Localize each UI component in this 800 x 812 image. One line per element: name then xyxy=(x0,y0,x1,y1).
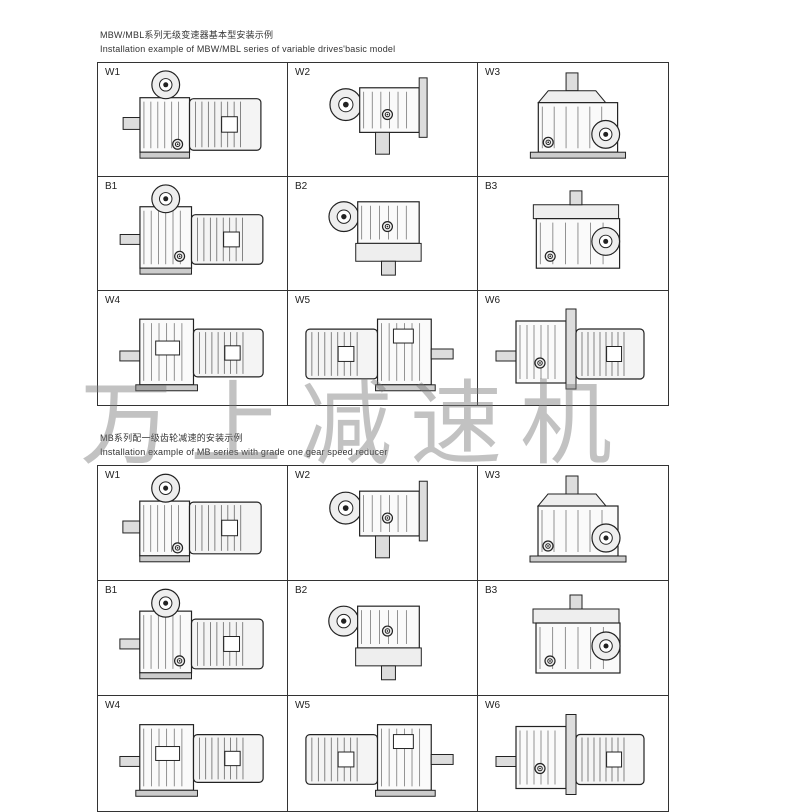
diagram-cell-w4: W4 xyxy=(98,696,288,811)
drive-unit-drawing xyxy=(329,77,428,155)
mounting-position-label: W5 xyxy=(295,700,310,711)
diagram-cell-b2: B2 xyxy=(288,581,478,696)
section2-title-cn: MB系列配一级齿轮减速的安装示例 xyxy=(100,433,243,443)
mounting-position-label: W3 xyxy=(485,470,500,481)
mounting-position-label: W4 xyxy=(105,700,120,711)
drive-unit-drawing xyxy=(328,605,422,681)
drive-unit-drawing xyxy=(328,201,422,276)
drive-unit-drawing xyxy=(119,588,264,680)
mounting-position-label: W2 xyxy=(295,67,310,78)
drive-unit-drawing xyxy=(119,318,264,392)
diagram-cell-b1: B1 xyxy=(98,177,288,291)
mounting-position-label: B3 xyxy=(485,181,498,192)
mounting-position-label: W6 xyxy=(485,295,500,306)
mounting-position-label: B1 xyxy=(105,585,118,596)
section2-title-en: Installation example of MB series with g… xyxy=(100,447,388,457)
diagram-cell-w2: W2 xyxy=(288,63,478,177)
drive-unit-drawing xyxy=(119,724,264,797)
diagram-cell-w3: W3 xyxy=(478,63,668,177)
mounting-position-label: W6 xyxy=(485,700,500,711)
diagram-cell-b1: B1 xyxy=(98,581,288,696)
mounting-position-label: W5 xyxy=(295,295,310,306)
section1-title-en: Installation example of MBW/MBL series o… xyxy=(100,44,396,54)
diagram-cell-w5: W5 xyxy=(288,696,478,811)
drive-unit-drawing xyxy=(529,72,627,159)
drive-unit-drawing xyxy=(119,184,264,275)
section1-title-cn: MBW/MBL系列无级变速器基本型安装示例 xyxy=(100,30,274,40)
mounting-position-label: W4 xyxy=(105,295,120,306)
drive-unit-drawing xyxy=(305,724,454,797)
drive-unit-drawing xyxy=(122,70,262,159)
drive-unit-drawing xyxy=(532,594,621,674)
diagram-cell-b3: B3 xyxy=(478,177,668,291)
diagram-cell-b2: B2 xyxy=(288,177,478,291)
mounting-position-label: B2 xyxy=(295,585,308,596)
mounting-position-label: B1 xyxy=(105,181,118,192)
drive-unit-drawing xyxy=(329,480,428,559)
drive-unit-drawing xyxy=(529,475,627,563)
diagram-cell-b3: B3 xyxy=(478,581,668,696)
mounting-position-label: B2 xyxy=(295,181,308,192)
drive-unit-drawing xyxy=(495,308,645,390)
diagram-cell-w6: W6 xyxy=(478,696,668,811)
diagram-cell-w5: W5 xyxy=(288,291,478,405)
drive-unit-drawing xyxy=(122,473,262,563)
drive-unit-drawing xyxy=(495,714,645,795)
diagram-cell-w1: W1 xyxy=(98,466,288,581)
drive-unit-drawing xyxy=(532,190,621,269)
diagram-cell-w6: W6 xyxy=(478,291,668,405)
diagram-cell-w4: W4 xyxy=(98,291,288,405)
mounting-position-label: W1 xyxy=(105,67,120,78)
mounting-position-label: W3 xyxy=(485,67,500,78)
mounting-position-label: B3 xyxy=(485,585,498,596)
diagram-cell-w2: W2 xyxy=(288,466,478,581)
watermark-text: 万上减速机 xyxy=(80,371,631,478)
mounting-position-label: W2 xyxy=(295,470,310,481)
diagram-cell-w3: W3 xyxy=(478,466,668,581)
drive-unit-drawing xyxy=(305,318,454,392)
diagram-cell-w1: W1 xyxy=(98,63,288,177)
mounting-position-label: W1 xyxy=(105,470,120,481)
